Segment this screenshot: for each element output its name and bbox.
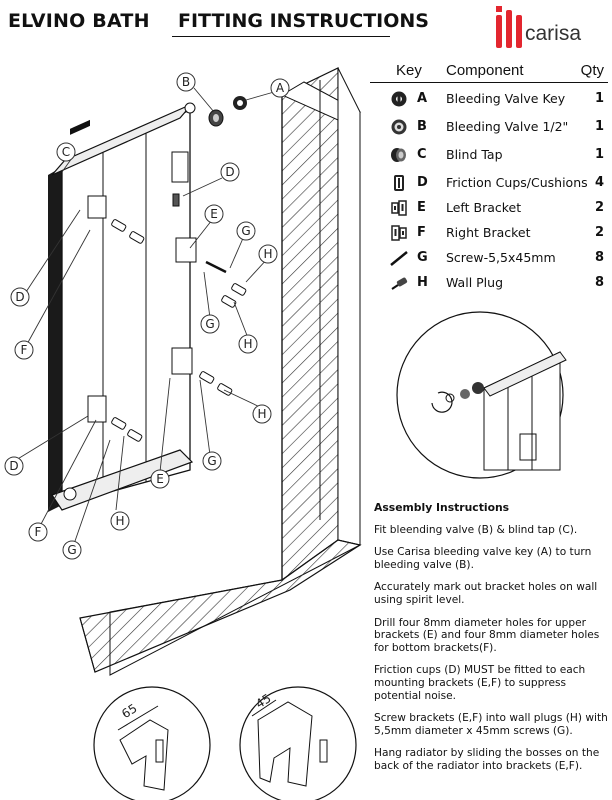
valve-detail-view [396,311,567,479]
parts-key: H [417,275,428,290]
parts-key: G [417,250,428,265]
dimension-65: 65 [119,701,139,721]
brand-wordmark: carisa [525,22,582,45]
wall [79,67,362,676]
bracket-detail-left: 65 [93,686,211,800]
assembly-step: Use Carisa bleeding valve key (A) to tur… [374,546,592,571]
col-key-header: Key [396,62,422,79]
parts-component: Bleeding Valve Key [446,91,566,106]
callout-b: B [182,75,190,89]
col-qty-header: Qty [580,62,604,79]
bleeding-valve-icon [391,119,407,135]
parts-qty: 2 [594,225,604,240]
callout-f: F [35,525,42,539]
assembly-step: Friction cups (D) MUST be fitted to each… [374,664,586,702]
callout-h: H [263,247,272,261]
assembly-step: Fit bleending valve (B) & blind tap (C). [374,523,578,536]
product-name: ELVINO BATH [8,10,150,32]
col-component-header: Component [446,62,524,79]
bracket-detail-right: 45 [239,686,357,800]
parts-row-c: C Blind Tap 1 [370,145,608,167]
callout-e: E [210,207,218,221]
parts-row-h: H Wall Plug 8 [370,273,608,295]
callout-g: G [205,317,214,331]
assembly-instructions: Assembly Instructions Fit bleending valv… [374,501,610,783]
title-underline [172,36,390,37]
assembly-step: Accurately mark out bracket holes on wal… [374,581,598,606]
callout-labels: B A C D E G H D F G H H D G E F H G [9,75,285,557]
callout-f: F [21,343,28,357]
parts-component: Wall Plug [446,275,504,290]
parts-qty: 8 [594,250,604,265]
dimension-45: 45 [253,691,273,711]
assembly-step: Screw brackets (E,F) into wall plugs (H)… [374,712,608,737]
assembly-step: Drill four 8mm diameter holes for upper … [374,616,600,654]
callout-h: H [115,514,124,528]
bleeding-valve-parts [208,96,247,127]
parts-component: Friction Cups/Cushions [446,175,588,190]
blind-tap-icon [391,148,406,162]
parts-qty: 2 [594,200,604,215]
callout-d: D [9,459,18,473]
callout-c: C [62,145,70,159]
parts-row-e: E Left Bracket 2 [370,198,608,220]
callout-h: H [257,407,266,421]
parts-qty: 4 [594,175,604,190]
parts-qty: 8 [594,275,604,290]
callout-g: G [241,224,250,238]
parts-row-f: F Right Bracket 2 [370,223,608,245]
parts-table-header: Key Component Qty [370,62,608,82]
parts-row-a: A Bleeding Valve Key 1 [370,89,608,111]
parts-row-g: G Screw-5,5x45mm 8 [370,248,608,270]
callout-a: A [276,81,285,95]
parts-table: Key Component Qty A Bleeding Valve Key 1… [370,62,608,290]
carisa-logo [496,6,522,48]
parts-component: Screw-5,5x45mm [446,250,556,265]
parts-key: F [417,225,426,240]
callout-h: H [243,337,252,351]
valve-key-icon [391,91,407,107]
right-bracket-icon [391,225,407,241]
callout-e: E [156,472,164,486]
header-rule [370,82,608,83]
left-bracket-icon [391,200,407,216]
parts-key: D [417,175,428,190]
parts-qty: 1 [594,91,604,106]
parts-key: C [417,147,427,162]
parts-row-b: B Bleeding Valve 1/2" 1 [370,117,608,139]
callout-circles [4,72,290,560]
parts-row-d: D Friction Cups/Cushions 4 [370,173,608,195]
callout-d: D [225,165,234,179]
callout-leaders [15,87,275,545]
page-title: FITTING INSTRUCTIONS [178,10,429,32]
parts-component: Right Bracket [446,225,531,240]
parts-component: Blind Tap [446,147,503,162]
friction-cup-icon [394,175,404,191]
callout-d: D [15,290,24,304]
parts-key: A [417,91,428,106]
callout-g: G [67,543,76,557]
callout-g: G [207,454,216,468]
assembly-step: Hang radiator by sliding the bosses on t… [374,747,600,772]
brackets-and-screws [87,151,247,442]
assembly-title: Assembly Instructions [374,501,510,514]
parts-key: B [417,119,427,134]
screw-icon [390,251,408,266]
wall-plug-icon [391,277,408,290]
parts-qty: 1 [594,119,604,134]
parts-component: Left Bracket [446,200,522,215]
parts-qty: 1 [594,147,604,162]
parts-component: Bleeding Valve 1/2" [446,119,569,134]
parts-key: E [417,200,426,215]
